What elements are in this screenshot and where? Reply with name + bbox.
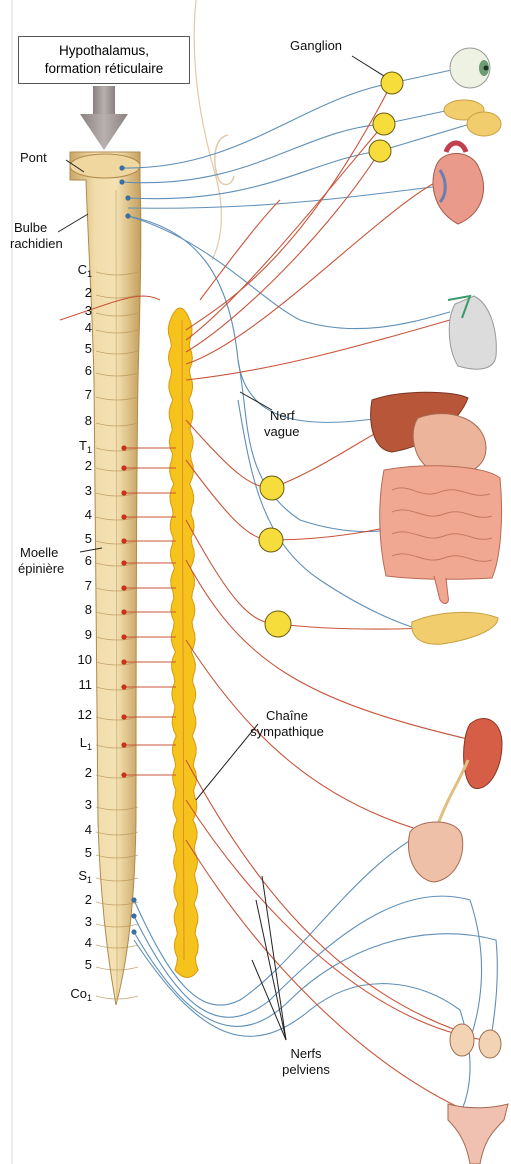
segment-label: 7 — [58, 578, 92, 593]
segment-label: 5 — [58, 531, 92, 546]
neuron-dot — [119, 179, 124, 184]
neuron-dot — [121, 609, 126, 614]
neuron-dot — [121, 514, 126, 519]
neuron-dot — [121, 742, 126, 747]
neuron-dot — [121, 490, 126, 495]
hypothalamus-label: Hypothalamus, — [19, 42, 189, 60]
segment-label: T1 — [58, 438, 92, 458]
ganglion-otic — [369, 140, 391, 162]
neuron-dot — [121, 560, 126, 565]
segment-label: 4 — [58, 507, 92, 522]
neuron-dot — [125, 195, 130, 200]
segment-label: 2 — [58, 765, 92, 780]
segment-label: C1 — [58, 262, 92, 282]
lung-icon — [448, 296, 496, 369]
segment-label: 3 — [58, 483, 92, 498]
segment-label: 5 — [58, 341, 92, 356]
neuron-dot — [131, 929, 136, 934]
neuron-dot — [121, 538, 126, 543]
bladder-icon — [408, 822, 462, 882]
ganglion-superior-mesenteric — [259, 528, 283, 552]
neuron-dot — [121, 684, 126, 689]
segment-label: 6 — [58, 553, 92, 568]
segment-label: 2 — [58, 892, 92, 907]
sympathetic-nerve — [186, 560, 472, 740]
segment-label: 8 — [58, 602, 92, 617]
neuron-dot — [121, 659, 126, 664]
neuron-dot — [121, 772, 126, 777]
segment-label: L1 — [58, 735, 92, 755]
segment-label: 4 — [58, 935, 92, 950]
uterus-icon — [448, 1104, 508, 1164]
pont-label: Pont — [20, 150, 47, 165]
neuron-dot — [121, 714, 126, 719]
bulbe-label-line2: rachidien — [10, 236, 63, 251]
nerf-vague-label-line2: vague — [264, 424, 299, 439]
neuron-dot — [121, 585, 126, 590]
nerf-vague-label-line1: Nerf — [270, 408, 295, 423]
hypothalamus-arrow — [80, 86, 128, 150]
chaine-label-line2: sympathique — [232, 724, 342, 739]
segment-label: Co1 — [58, 986, 92, 1006]
ear-outline — [215, 135, 234, 185]
intestine-icon — [380, 466, 502, 604]
neuron-dot — [121, 445, 126, 450]
segment-label: 2 — [58, 285, 92, 300]
sympathetic-chain — [168, 308, 198, 978]
segment-label: 6 — [58, 363, 92, 378]
segment-label: 5 — [58, 845, 92, 860]
sympathetic-nerve — [186, 320, 450, 380]
segment-label: 8 — [58, 413, 92, 428]
kidney-icon — [436, 718, 502, 830]
parasympathetic-nerve — [122, 110, 450, 183]
neuron-dot — [121, 634, 126, 639]
chaine-label-line1: Chaîne — [252, 708, 322, 723]
segment-label: 3 — [58, 797, 92, 812]
sympathetic-nerve — [186, 180, 440, 364]
segment-label: 5 — [58, 957, 92, 972]
neuron-dot — [121, 465, 126, 470]
segment-label: 9 — [58, 627, 92, 642]
segment-label: 11 — [58, 677, 92, 692]
ganglion-celiac — [260, 476, 284, 500]
segment-label: 3 — [58, 914, 92, 929]
ganglion-inferior-mesenteric — [265, 611, 291, 637]
sympathetic-nerve — [186, 83, 392, 330]
nerfs-pelviens-label-line1: Nerfs — [276, 1046, 336, 1061]
formation-reticulaire-label: formation réticulaire — [19, 60, 189, 78]
segment-label: S1 — [58, 868, 92, 888]
neuron-dot — [131, 897, 136, 902]
segment-label: 4 — [58, 822, 92, 837]
testis-icon — [450, 1024, 501, 1058]
ganglion-label: Ganglion — [290, 38, 342, 53]
segment-label: 3 — [58, 303, 92, 318]
neuron-dot — [119, 165, 124, 170]
stomach-icon — [413, 414, 486, 475]
bulbe-label-line1: Bulbe — [14, 220, 47, 235]
ganglion-pterygopalatine — [373, 113, 395, 135]
neuron-dot — [125, 213, 130, 218]
hypothalamus-box: Hypothalamus, formation réticulaire — [18, 36, 190, 84]
segment-label: 12 — [58, 707, 92, 722]
segment-label: 10 — [58, 652, 92, 667]
sympathetic-nerve — [186, 760, 456, 1030]
eye-icon — [450, 48, 490, 88]
parasympathetic-nerve — [128, 124, 470, 199]
heart-icon — [433, 143, 484, 224]
segment-label: 4 — [58, 320, 92, 335]
parasympathetic-nerve — [128, 186, 440, 208]
moelle-label-line1: Moelle — [20, 545, 58, 560]
head-outline — [194, 0, 221, 260]
nerfs-pelviens-label-line2: pelviens — [270, 1062, 342, 1077]
salivary-gland-icon — [444, 100, 501, 136]
neuron-dot — [131, 913, 136, 918]
pancreas-icon — [412, 612, 498, 644]
segment-label: 7 — [58, 387, 92, 402]
segment-label: 2 — [58, 458, 92, 473]
ganglion-ciliary — [381, 72, 403, 94]
